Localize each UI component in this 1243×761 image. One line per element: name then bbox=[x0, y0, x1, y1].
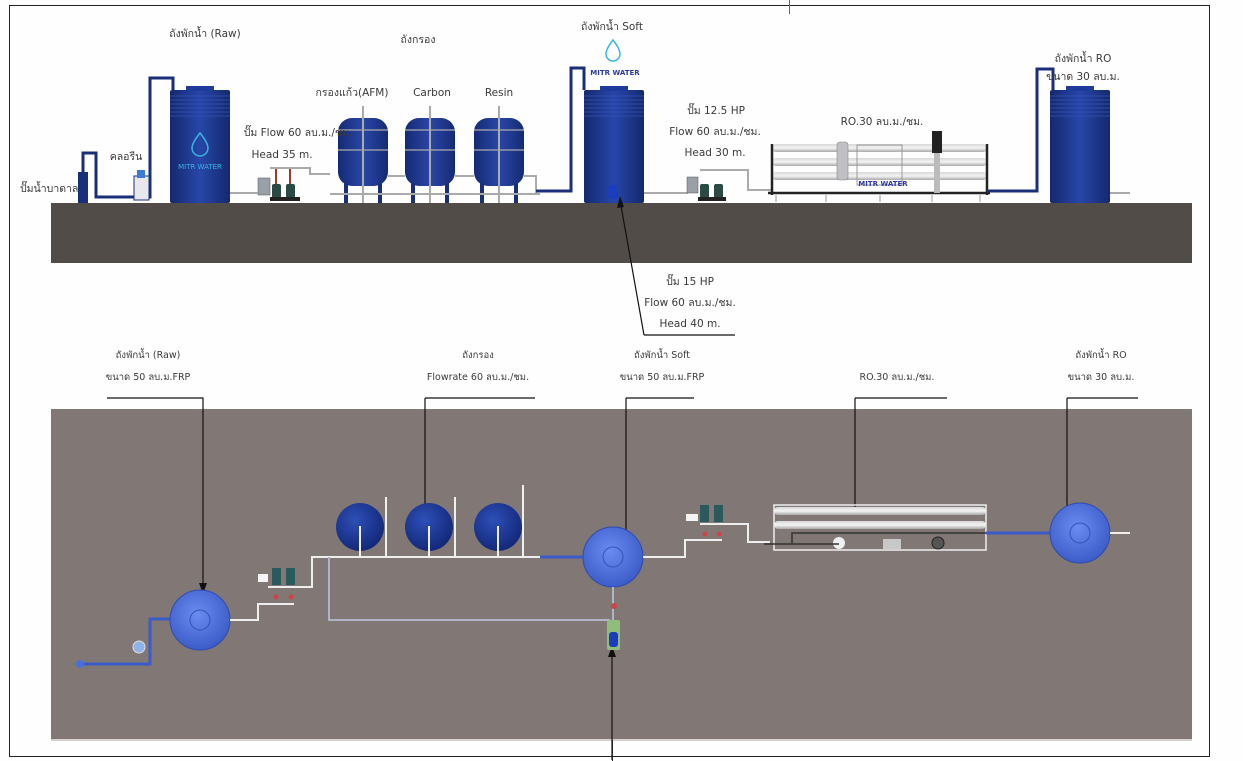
soft-inlet-pipe bbox=[536, 66, 586, 193]
plan-well-pump-icon bbox=[76, 660, 84, 668]
chlorine-tank-icon bbox=[133, 170, 150, 201]
plan-well-pipe bbox=[80, 617, 175, 666]
plan-filters-label: ถังกรอง bbox=[462, 350, 494, 361]
feed-pump-flow-label: ปั๊ม Flow 60 ลบ.ม./ชม. bbox=[243, 127, 353, 139]
plan-raw-tank-size: ขนาด 50 ลบ.ม.FRP bbox=[105, 372, 191, 383]
ro-unit-logo: MITR WATER bbox=[858, 180, 908, 188]
ground-band bbox=[51, 203, 1192, 263]
soft-tank-logo: MITR WATER bbox=[590, 69, 640, 77]
raw-tank-logo: MITR WATER bbox=[178, 163, 222, 171]
filter-vessel-resin-icon bbox=[474, 106, 524, 203]
filter-piping bbox=[330, 129, 540, 195]
ro-pump-head-label: Head 30 m. bbox=[684, 147, 746, 159]
filter-group-label: ถังกรอง bbox=[400, 34, 436, 46]
well-pump-label: ปั๊มน้ำบาดาล bbox=[20, 183, 79, 195]
transfer-pump-flow-label: Flow 60 ลบ.ม./ชม. bbox=[644, 297, 736, 309]
plan-filters-flowrate: Flowrate 60 ลบ.ม./ชม. bbox=[426, 372, 530, 383]
plan-ro-tank-label: ถังพักน้ำ RO bbox=[1075, 350, 1127, 361]
plan-soft-tank-size: ขนาด 50 ลบ.ม.FRP bbox=[619, 372, 705, 383]
well-pump-icon bbox=[78, 76, 175, 203]
plan-ro-tank-icon bbox=[1049, 502, 1111, 564]
filter-vessel-afm-icon bbox=[338, 106, 388, 203]
ro-feed-pump-station-icon bbox=[644, 169, 772, 201]
soft-water-tank-icon bbox=[584, 38, 644, 203]
plan-soft-tank-label: ถังพักน้ำ Soft bbox=[634, 350, 690, 361]
ro-unit-icon bbox=[768, 131, 990, 202]
feed-pump-station-icon bbox=[230, 167, 330, 201]
plan-ro-tank-size: ขนาด 30 ลบ.ม. bbox=[1067, 372, 1135, 383]
ro-pump-power-label: ปั๊ม 12.5 HP bbox=[687, 105, 745, 117]
plan-ro-feed-pumps-icon bbox=[686, 505, 723, 537]
ro-unit-label: RO.30 ลบ.ม./ชม. bbox=[840, 116, 924, 128]
filter-vessel-carbon-icon bbox=[405, 106, 455, 203]
plan-ro-unit-label: RO.30 ลบ.ม./ชม. bbox=[859, 372, 935, 383]
ro-pump-flow-label: Flow 60 ลบ.ม./ชม. bbox=[669, 126, 761, 138]
plan-ro-unit-icon bbox=[764, 504, 987, 551]
plan-feed-pumps-icon bbox=[258, 568, 295, 600]
plan-leader-lines bbox=[107, 397, 1138, 760]
ro-outlet-pipe bbox=[987, 67, 1055, 193]
transfer-pump-power-label: ปั๊ม 15 HP bbox=[666, 276, 714, 288]
transfer-pump-head-label: Head 40 m. bbox=[659, 318, 721, 330]
feed-pump-head-label: Head 35 m. bbox=[251, 149, 313, 161]
crosshair-tick-top bbox=[789, 0, 790, 14]
soft-tank-label: ถังพักน้ำ Soft bbox=[581, 21, 643, 33]
filter-resin-label: Resin bbox=[484, 87, 514, 99]
ro-tank-label: ถังพักน้ำ RO bbox=[1054, 53, 1112, 65]
plan-raw-tank-label: ถังพักน้ำ (Raw) bbox=[115, 350, 181, 361]
plan-chlorine-icon bbox=[132, 640, 146, 654]
chlorine-label: คลอรีน bbox=[109, 151, 143, 163]
raw-water-tank-icon bbox=[170, 86, 230, 203]
mitr-water-logo-icon bbox=[605, 38, 621, 62]
transfer-pump-leader-line bbox=[617, 196, 735, 336]
raw-tank-label: ถังพักน้ำ (Raw) bbox=[169, 28, 241, 40]
filter-carbon-label: Carbon bbox=[413, 87, 451, 99]
filter-afm-label: กรองแก้ว(AFM) bbox=[315, 87, 389, 99]
plan-raw-tank-icon bbox=[169, 589, 231, 651]
drawing-frame bbox=[9, 5, 1210, 757]
ro-tank-size-label: ขนาด 30 ลบ.ม. bbox=[1046, 71, 1120, 83]
plan-soft-tank-icon bbox=[582, 526, 644, 588]
ro-water-tank-icon bbox=[1050, 86, 1130, 203]
crosshair-tick-bottom bbox=[612, 740, 613, 761]
